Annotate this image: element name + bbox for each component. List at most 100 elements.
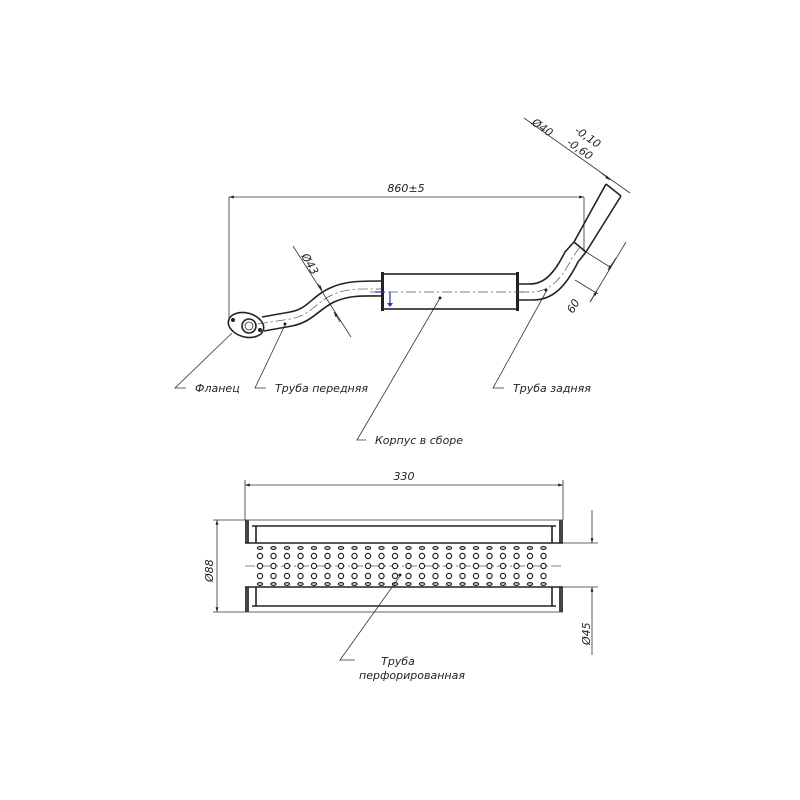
rear-offset-text: 60 [564, 297, 582, 316]
perforation-hole [270, 572, 277, 580]
perforation-hole [526, 581, 534, 586]
perforation-hole [391, 552, 399, 560]
perforation-hole [310, 552, 318, 560]
label-perforated-line2: перфорированная [359, 669, 465, 682]
perforation-hole [526, 572, 534, 580]
perforation-hole [418, 572, 426, 580]
perforation-hole [405, 581, 412, 586]
perforation-hole [283, 572, 291, 580]
perforation-hole [405, 545, 412, 550]
perforation-hole [256, 572, 264, 580]
perforation-hole [540, 581, 547, 586]
perforation-hole [378, 545, 385, 550]
perforation-hole [459, 581, 466, 586]
label-rear-pipe: Труба задняя [513, 382, 591, 395]
perforation-hole [297, 552, 304, 560]
perforation-hole [391, 562, 399, 570]
perforation-hole [337, 552, 345, 560]
perforation-hole [378, 552, 385, 560]
length-dimension-text: 860±5 [387, 182, 424, 195]
perforation-hole [499, 552, 507, 560]
perforation-hole [472, 572, 480, 580]
perforation-hole [445, 562, 453, 570]
perforation-hole [472, 581, 480, 586]
perforation-hole [486, 581, 493, 586]
perforation-hole [432, 581, 439, 586]
front-pipe [257, 280, 383, 332]
perforation-hole [337, 572, 345, 580]
perforation-hole [297, 581, 304, 586]
perforation-hole [486, 562, 493, 570]
perforation-hole [486, 545, 493, 550]
perforation-hole [432, 572, 439, 580]
perforation-hole [364, 581, 372, 586]
label-perforated-line1: Труба [381, 655, 415, 668]
perforation-hole [526, 545, 534, 550]
perforation-hole [364, 545, 372, 550]
perforation-hole [270, 545, 277, 550]
perforation-hole [256, 581, 264, 586]
perforation-hole [324, 572, 331, 580]
perforation-hole [324, 562, 331, 570]
perforation-hole [445, 572, 453, 580]
perforation-hole [486, 552, 493, 560]
rear-offset-dimension: 60 [564, 241, 627, 316]
perforation-hole [310, 562, 318, 570]
muffler-section-view: 330 Ø88 [203, 470, 598, 682]
perforation-hole [459, 562, 466, 570]
perforation-hole [459, 572, 466, 580]
perforation-hole [540, 552, 547, 560]
perforation-hole [297, 572, 304, 580]
front-pipe-diameter-text: Ø43 [298, 250, 321, 277]
perforation-hole [513, 545, 520, 550]
perforation-hole [432, 545, 439, 550]
perforation-hole [351, 562, 358, 570]
perforation-holes [256, 545, 547, 586]
perforation-hole [297, 545, 304, 550]
outer-diameter-dimension: Ø88 [203, 519, 245, 613]
perforation-hole [405, 552, 412, 560]
perforation-hole [459, 545, 466, 550]
perforation-hole [364, 572, 372, 580]
perforation-hole [499, 581, 507, 586]
perforation-hole [256, 552, 264, 560]
perforation-hole [432, 552, 439, 560]
perforation-hole [270, 562, 277, 570]
perforation-hole [270, 552, 277, 560]
perforation-hole [337, 545, 345, 550]
leader-line [339, 575, 401, 661]
perforation-hole [391, 545, 399, 550]
perforation-hole [486, 572, 493, 580]
perforation-hole [378, 562, 385, 570]
perforation-hole [310, 581, 318, 586]
inner-diameter-dimension: Ø45 [563, 510, 598, 655]
perforation-hole [283, 562, 291, 570]
perforation-hole [472, 552, 480, 560]
perforation-hole [256, 562, 264, 570]
perforation-hole [540, 572, 547, 580]
rear-pipe-diameter-dimension: Ø40 -0,10 -0,60 [523, 115, 631, 194]
inner-diameter-text: Ø45 [580, 622, 593, 646]
perforation-hole [351, 572, 358, 580]
perforation-hole [391, 572, 399, 580]
perforation-hole [418, 562, 426, 570]
section-length-text: 330 [394, 470, 415, 483]
label-front-pipe: Труба передняя [275, 382, 368, 395]
outer-diameter-text: Ø88 [203, 559, 216, 583]
perforation-hole [513, 581, 520, 586]
perforation-hole [445, 552, 453, 560]
perforation-hole [297, 562, 304, 570]
perforation-hole [405, 562, 412, 570]
perforation-hole [513, 572, 520, 580]
perforation-hole [540, 545, 547, 550]
rear-pipe [519, 183, 622, 301]
perforation-hole [364, 552, 372, 560]
perforation-hole [418, 552, 426, 560]
perforation-hole [540, 562, 547, 570]
perforation-hole [445, 581, 453, 586]
outer-shell [245, 519, 563, 613]
leader-lines [174, 289, 548, 441]
perforation-hole [324, 581, 331, 586]
perforation-hole [337, 562, 345, 570]
perforation-hole [256, 545, 264, 550]
